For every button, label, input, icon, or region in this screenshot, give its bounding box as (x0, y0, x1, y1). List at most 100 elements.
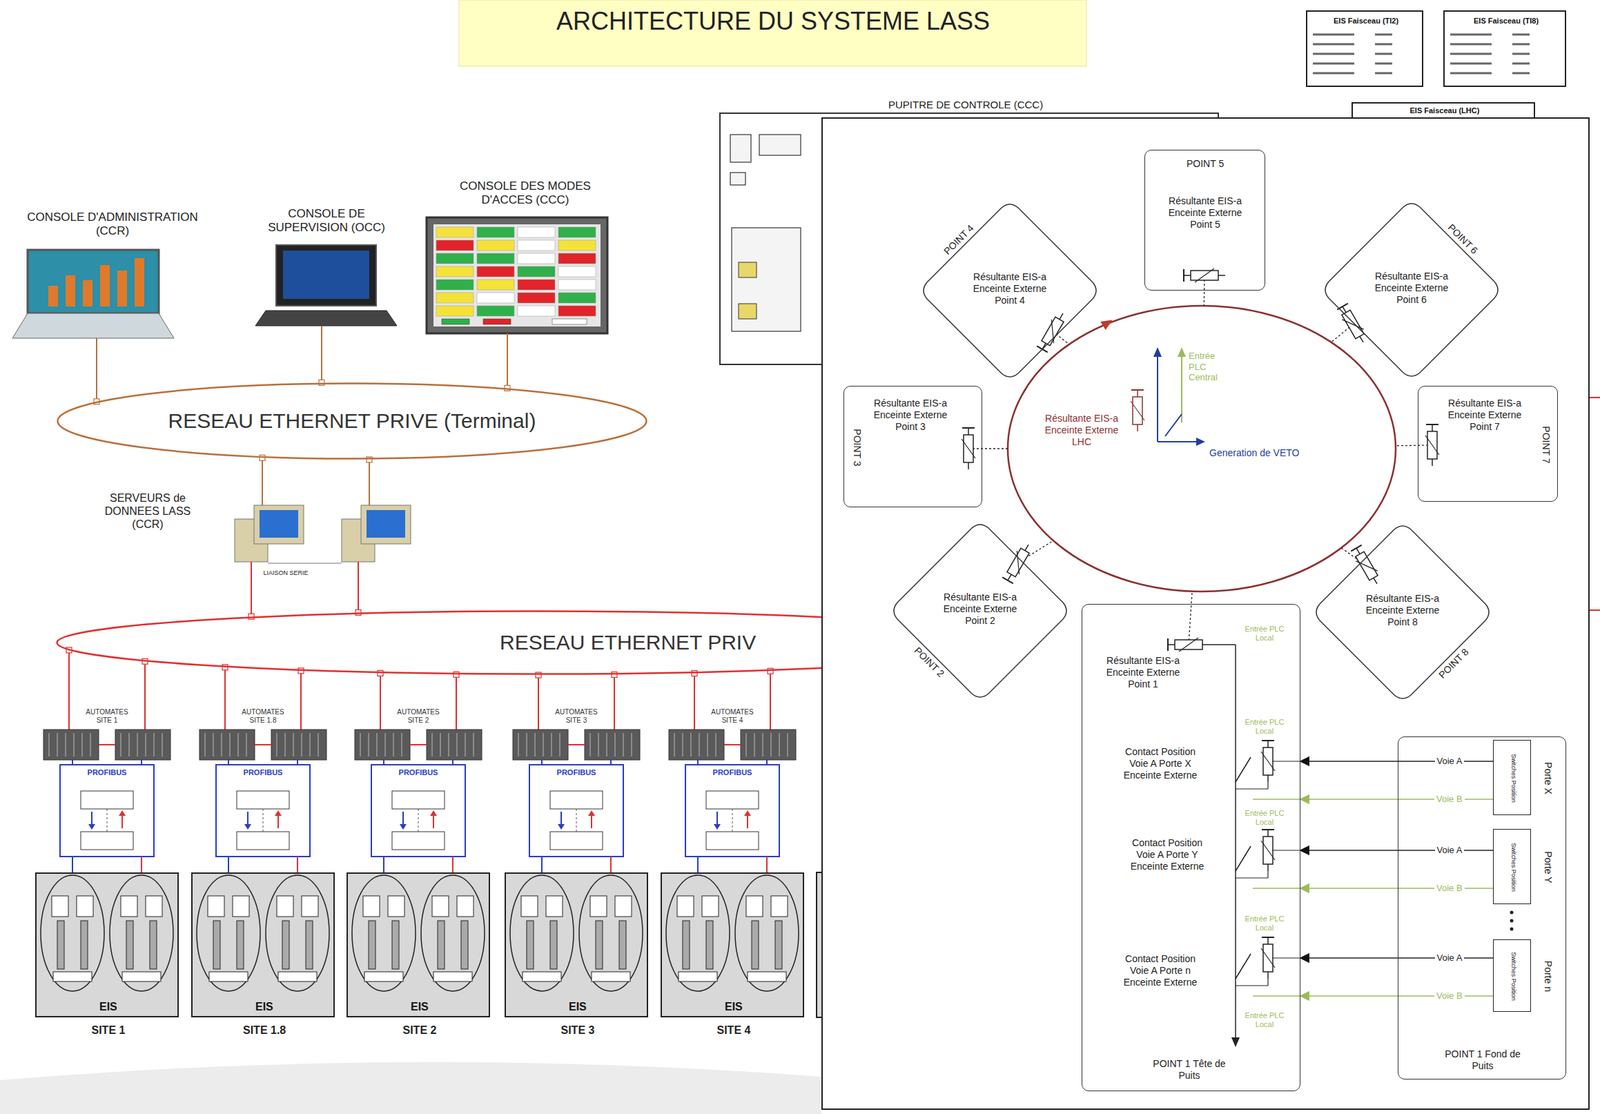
resistor-symbol (1001, 541, 1034, 584)
wire (1267, 871, 1268, 878)
chart-bar (134, 258, 145, 307)
label: EIS (410, 1000, 429, 1014)
edge-label: Voie A (1435, 952, 1465, 964)
wire (1267, 782, 1268, 789)
point-diamond (923, 204, 1097, 377)
rack-slot (162, 733, 163, 757)
plc-input (1181, 355, 1183, 423)
status-cell (517, 227, 555, 238)
label: Contact Position Voie A Porte Y Enceinte… (1125, 837, 1209, 872)
label: POINT 6 (1445, 221, 1480, 257)
label: Porte Y (1542, 851, 1554, 883)
wire (1425, 435, 1440, 455)
wire (452, 856, 454, 873)
fine-print (1374, 53, 1393, 56)
door-enclosure (421, 875, 485, 992)
rack-slot (368, 733, 370, 757)
rack-slot (518, 733, 520, 757)
status-cell (558, 305, 596, 317)
label: EIS (724, 1000, 743, 1014)
rack-slot (276, 733, 278, 757)
rack-slot (623, 733, 624, 757)
wire (1359, 336, 1364, 343)
wire (1431, 459, 1433, 466)
door-enclosure (666, 875, 730, 992)
door-panel (51, 895, 69, 917)
label: POINT 4 (941, 222, 977, 257)
door-panel (615, 895, 632, 917)
rack-slot (448, 733, 450, 757)
chart-bar (82, 280, 93, 307)
module-link (576, 808, 578, 832)
door-panel (771, 895, 788, 917)
profibus-loop (216, 764, 310, 857)
veto-line (1157, 441, 1198, 443)
label: AUTOMATES SITE 4 (704, 708, 760, 725)
label: EIS (99, 1000, 118, 1014)
door-panel (701, 895, 719, 917)
label: SITE 1 (91, 1023, 126, 1037)
door-enclosure (196, 875, 261, 992)
door-panel (301, 895, 319, 917)
label: EIS Faisceau (TI8) (1473, 16, 1539, 26)
channel-a (1272, 760, 1301, 762)
plc-rack (584, 729, 640, 760)
wire (383, 856, 385, 873)
fine-print (1450, 33, 1492, 36)
wire (1194, 268, 1215, 283)
label: AUTOMATES SITE 1.8 (235, 708, 291, 725)
status-cell (517, 253, 555, 264)
plc-rack (426, 729, 482, 760)
resistor-symbol (1167, 637, 1210, 652)
status-cell (436, 240, 474, 251)
io-module (80, 831, 134, 850)
wire (140, 856, 143, 873)
channel-b (1252, 887, 1301, 890)
connector-layer (821, 117, 1590, 1110)
door-enclosure (510, 875, 574, 992)
laptop-base (12, 313, 174, 339)
door-cylinder (57, 920, 65, 970)
point-box: POINT 3Résultante EIS-a Enceinte Externe… (843, 385, 983, 508)
panel-part (730, 134, 751, 163)
door-panel (232, 895, 250, 917)
door-enclosure (352, 875, 416, 992)
door-box: Switches PositionPorte n (1493, 939, 1531, 1012)
server-monitor (361, 505, 411, 544)
fine-print (1312, 72, 1355, 75)
arrowhead (1231, 1037, 1240, 1048)
site-cabinet (504, 872, 649, 1018)
door-cylinder (751, 920, 759, 970)
wire (1267, 864, 1269, 872)
label: POINT 3 (851, 428, 863, 466)
resistor-symbol (1183, 268, 1226, 283)
door-base (53, 971, 92, 982)
door-cylinder (682, 920, 690, 970)
door-cylinder (706, 920, 714, 970)
point-diamond: POINT 6Résultante EIS-a Enceinte Externe… (1321, 200, 1502, 380)
rack-slot (465, 733, 466, 757)
laptop-screen (27, 249, 159, 314)
ring-arrow (1100, 316, 1115, 330)
label: CONSOLE DES MODES D'ACCES (CCC) (444, 179, 607, 208)
overlay-panel: POINT 5Résultante EIS-a Enceinte Externe… (821, 117, 1590, 1110)
panel-part (731, 227, 801, 332)
wire (1209, 644, 1236, 646)
status-cell (517, 240, 555, 251)
label: Switches Position (1508, 842, 1517, 892)
label: SITE 4 (717, 1023, 751, 1037)
label: Generation de VETO (1209, 447, 1300, 460)
arrowhead (1177, 347, 1186, 357)
rack-slot (57, 733, 58, 757)
wire (610, 759, 612, 765)
plc-rack (668, 729, 725, 760)
status-cell (476, 292, 515, 304)
site-box: EISSITE 3 (504, 872, 649, 1018)
label: SITE 3 (561, 1023, 595, 1037)
label: SERVEURS de DONNEES LASS (CCR) (95, 491, 200, 532)
door-base (591, 971, 631, 982)
rack-slot (82, 733, 83, 757)
button (552, 318, 587, 325)
channel-a (1272, 957, 1301, 959)
wire (1350, 545, 1362, 552)
